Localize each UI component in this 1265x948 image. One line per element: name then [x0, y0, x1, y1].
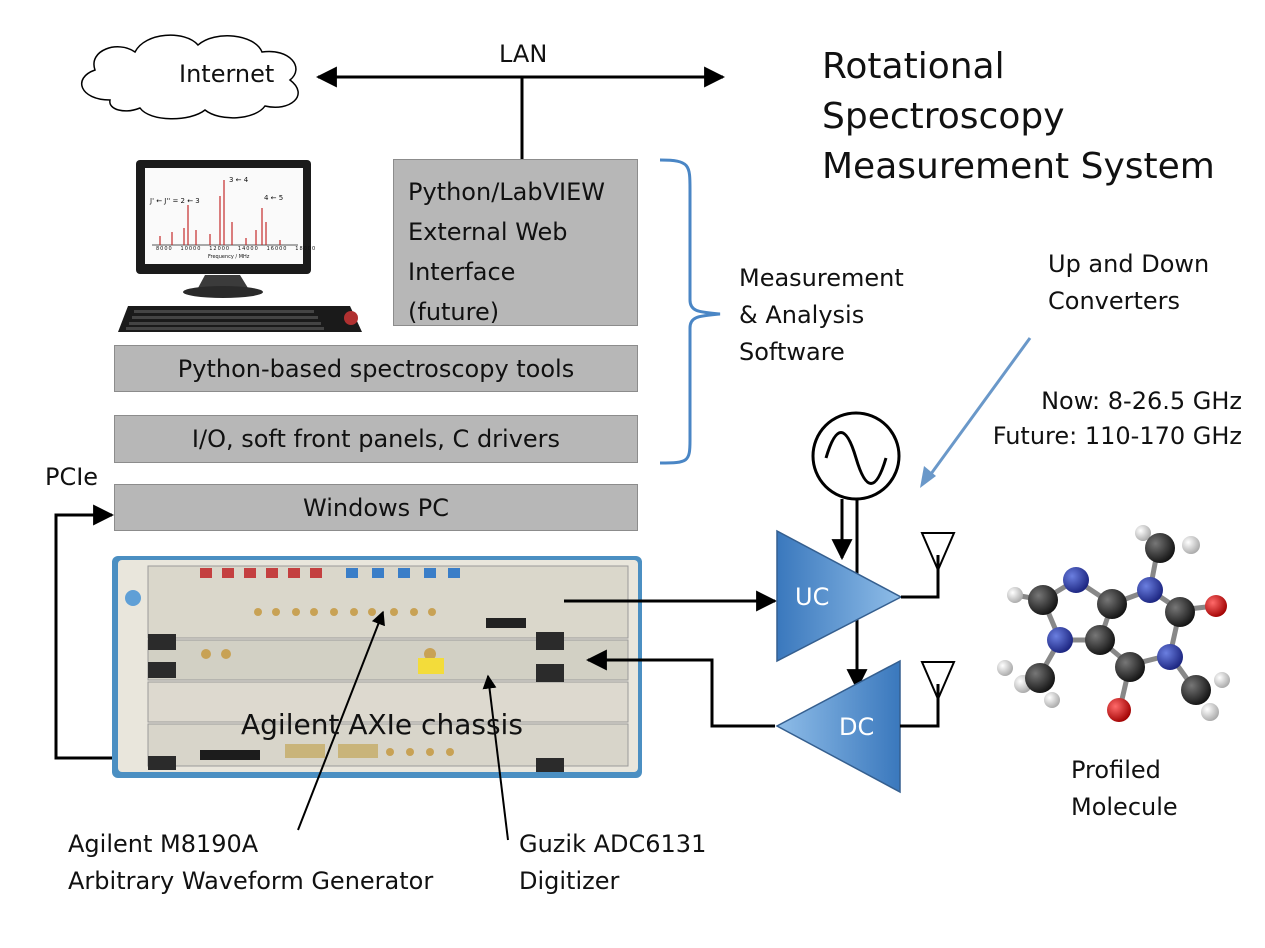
molecule-line-1: Profiled: [1071, 756, 1161, 784]
monitor-annotation-3: 4 ← 5: [264, 194, 284, 202]
converters-line-2: Converters: [1048, 287, 1181, 315]
frequency-range: Now: 8-26.5 GHz Future: 110-170 GHz: [993, 384, 1242, 454]
frequency-now: Now: 8-26.5 GHz: [1041, 387, 1242, 415]
awg-label: Agilent M8190A Arbitrary Waveform Genera…: [68, 826, 433, 900]
uc-label: UC: [795, 583, 830, 611]
windows-pc-label: Windows PC: [303, 493, 449, 522]
uc-antenna-icon: [920, 532, 956, 573]
web-interface-line-3: Interface: [408, 258, 516, 286]
web-interface-box: Python/LabVIEW External Web Interface (f…: [393, 159, 638, 326]
molecule-label: Profiled Molecule: [1071, 752, 1178, 826]
molecule-line-2: Molecule: [1071, 793, 1178, 821]
monitor-ticks: 8000 10000 12000 14000 16000 18000: [156, 246, 316, 252]
digitizer-line-2: Digitizer: [519, 867, 620, 895]
title-line-3: Measurement System: [822, 146, 1215, 187]
monitor-tick: 18000: [295, 246, 317, 252]
internet-cloud: [81, 34, 299, 120]
awg-pointer: [297, 610, 385, 831]
web-interface-line-2: External Web: [408, 218, 568, 246]
io-drivers-box: I/O, soft front panels, C drivers: [114, 415, 638, 463]
converters-line-1: Up and Down: [1048, 250, 1210, 278]
windows-pc-box: Windows PC: [114, 484, 638, 531]
software-line-2: & Analysis: [739, 301, 865, 329]
dc-label: DC: [839, 713, 875, 741]
uc-amplifier: [776, 529, 903, 663]
monitor-annotation-2: J' ← J'' = 2 ← 3: [150, 197, 200, 205]
digitizer-pointer: [482, 674, 509, 841]
monitor-tick: 10000: [180, 246, 202, 252]
software-line-3: Software: [739, 338, 845, 366]
axie-chassis: [112, 556, 642, 778]
monitor-tick: 8000: [156, 246, 173, 252]
monitor-xlabel: Frequency / MHz: [208, 254, 250, 260]
digitizer-line-1: Guzik ADC6131: [519, 830, 707, 858]
frequency-future: Future: 110-170 GHz: [992, 422, 1242, 450]
computer-monitor: [118, 160, 362, 332]
python-tools-label: Python-based spectroscopy tools: [177, 354, 575, 383]
pcie-arrow: [54, 504, 155, 760]
lan-label: LAN: [499, 40, 548, 68]
converters-label: Up and Down Converters: [1048, 246, 1209, 320]
monitor-tick: 16000: [266, 246, 288, 252]
title-line-1: Rotational: [822, 46, 1005, 87]
internet-label: Internet: [179, 60, 275, 88]
io-drivers-label: I/O, soft front panels, C drivers: [191, 425, 561, 453]
dc-to-chassis-arrow: [585, 649, 775, 728]
monitor-tick: 12000: [209, 246, 231, 252]
converters-arrow: [926, 337, 1032, 479]
software-line-1: Measurement: [739, 264, 904, 292]
awg-line-1: Agilent M8190A: [68, 830, 259, 858]
web-interface-line-1: Python/LabVIEW: [408, 178, 605, 206]
dc-antenna-icon: [920, 661, 956, 702]
chassis-label: Agilent AXIe chassis: [241, 708, 523, 741]
monitor-tick: 14000: [237, 246, 259, 252]
diagram-title: Rotational Spectroscopy Measurement Syst…: [822, 42, 1242, 192]
molecule-atoms: [997, 525, 1230, 722]
title-line-2: Spectroscopy: [822, 96, 1065, 137]
monitor-annotation-1: 3 ← 4: [229, 176, 249, 184]
software-label: Measurement & Analysis Software: [739, 260, 904, 371]
pcie-label: PCIe: [45, 463, 99, 491]
digitizer-label: Guzik ADC6131 Digitizer: [519, 826, 706, 900]
awg-line-2: Arbitrary Waveform Generator: [68, 867, 434, 895]
software-bracket: [659, 158, 721, 465]
web-interface-line-4: (future): [408, 298, 500, 326]
python-tools-box: Python-based spectroscopy tools: [114, 345, 638, 392]
